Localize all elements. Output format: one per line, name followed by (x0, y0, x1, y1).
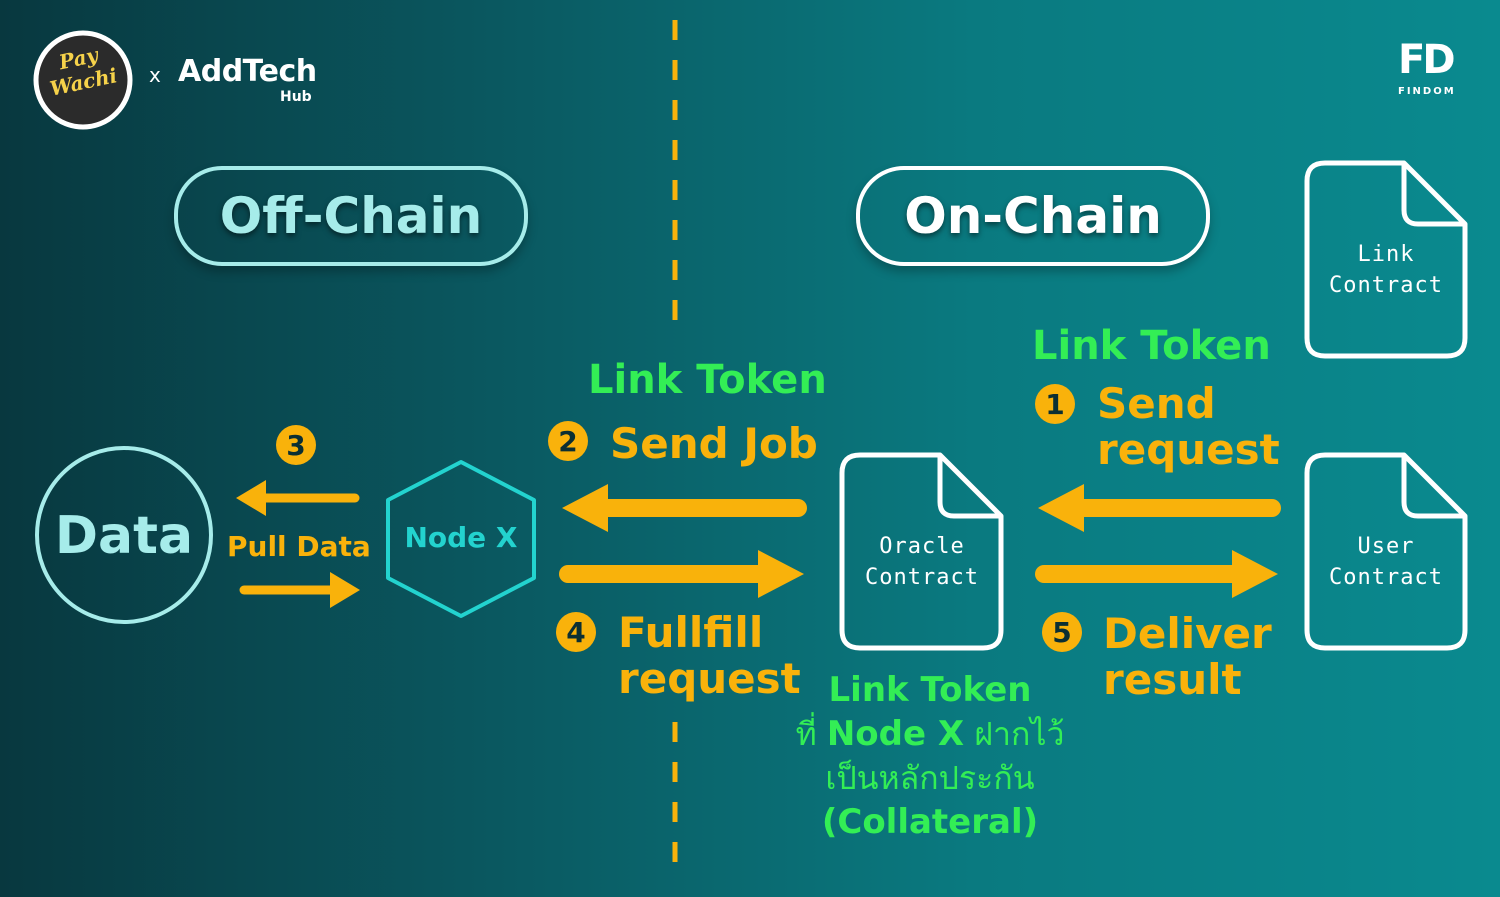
step-5-label-line2: result (1103, 655, 1242, 704)
step-4-label: Fullfill request (618, 610, 801, 702)
oracle-contract-label-line1: Oracle (879, 534, 965, 559)
step-4-label-line2: request (618, 654, 801, 703)
step-3-label: Pull Data (227, 530, 371, 563)
step-5-label-line1: Deliver (1103, 609, 1272, 658)
step-1-label: Send request (1097, 381, 1280, 473)
collateral-note: Link Token ที่ Node X ฝากไว้ เป็นหลักประ… (770, 668, 1090, 844)
collateral-suffix: ฝากไว้ (974, 715, 1065, 753)
collateral-line2: ที่ Node X ฝากไว้ (770, 712, 1090, 756)
user-contract-label-line1: User (1357, 534, 1415, 559)
collateral-line4: (Collateral) (821, 802, 1039, 842)
logo-separator: x (149, 63, 161, 87)
data-source-circle (35, 446, 213, 624)
step-2-token-label: Link Token (588, 357, 827, 403)
user-contract-document-icon (1304, 452, 1468, 651)
link-contract-label: Link Contract (1306, 239, 1466, 301)
data-source-label: Data (54, 506, 194, 566)
step-1-label-line2: request (1097, 425, 1280, 474)
node-x-label: Node X (404, 521, 518, 554)
oracle-contract-document-icon (839, 452, 1004, 651)
step-2-badge: 2 (548, 421, 588, 461)
user-contract-label: User Contract (1306, 531, 1466, 593)
oracle-contract-label-line2: Contract (865, 565, 979, 590)
send-request-arrow (1038, 484, 1281, 532)
pull-data-arrow-left (236, 480, 360, 516)
step-1-label-line1: Send (1097, 379, 1216, 428)
link-contract-document-icon (1304, 160, 1468, 359)
addtech-logo-sub: Hub (280, 89, 312, 105)
paywachi-logo-circle (33, 30, 133, 130)
on-chain-section-label: On-Chain (856, 166, 1210, 266)
addtech-logo-name: AddTech (178, 54, 317, 89)
oracle-contract-label: Oracle Contract (842, 531, 1002, 593)
step-4-label-line1: Fullfill (618, 608, 764, 657)
step-1-token-label: Link Token (1032, 323, 1271, 369)
fullfill-arrow (559, 550, 804, 598)
off-chain-section-label: Off-Chain (174, 166, 528, 266)
step-5-badge: 5 (1042, 612, 1082, 652)
findom-logo-mark: FD (1398, 37, 1456, 83)
collateral-token-label: Link Token (828, 670, 1032, 710)
user-contract-label-line2: Contract (1329, 565, 1443, 590)
collateral-prefix: ที่ (795, 715, 817, 753)
step-3-badge: 3 (276, 425, 316, 465)
node-x-hexagon (386, 460, 536, 618)
pull-data-arrow-right (239, 572, 360, 608)
off-chain-title: Off-Chain (219, 187, 483, 245)
collateral-node: Node X (826, 714, 965, 754)
link-contract-label-line2: Contract (1329, 273, 1443, 298)
link-contract-label-line1: Link (1357, 242, 1415, 267)
send-job-arrow (562, 484, 807, 532)
step-4-badge: 4 (556, 612, 596, 652)
deliver-result-arrow (1035, 550, 1278, 598)
step-1-badge: 1 (1035, 384, 1075, 424)
findom-logo-text: FINDOM (1398, 86, 1456, 97)
step-5-label: Deliver result (1103, 611, 1272, 703)
step-2-label: Send Job (610, 419, 818, 468)
on-chain-title: On-Chain (904, 187, 1162, 245)
collateral-line3: เป็นหลักประกัน (825, 759, 1035, 797)
